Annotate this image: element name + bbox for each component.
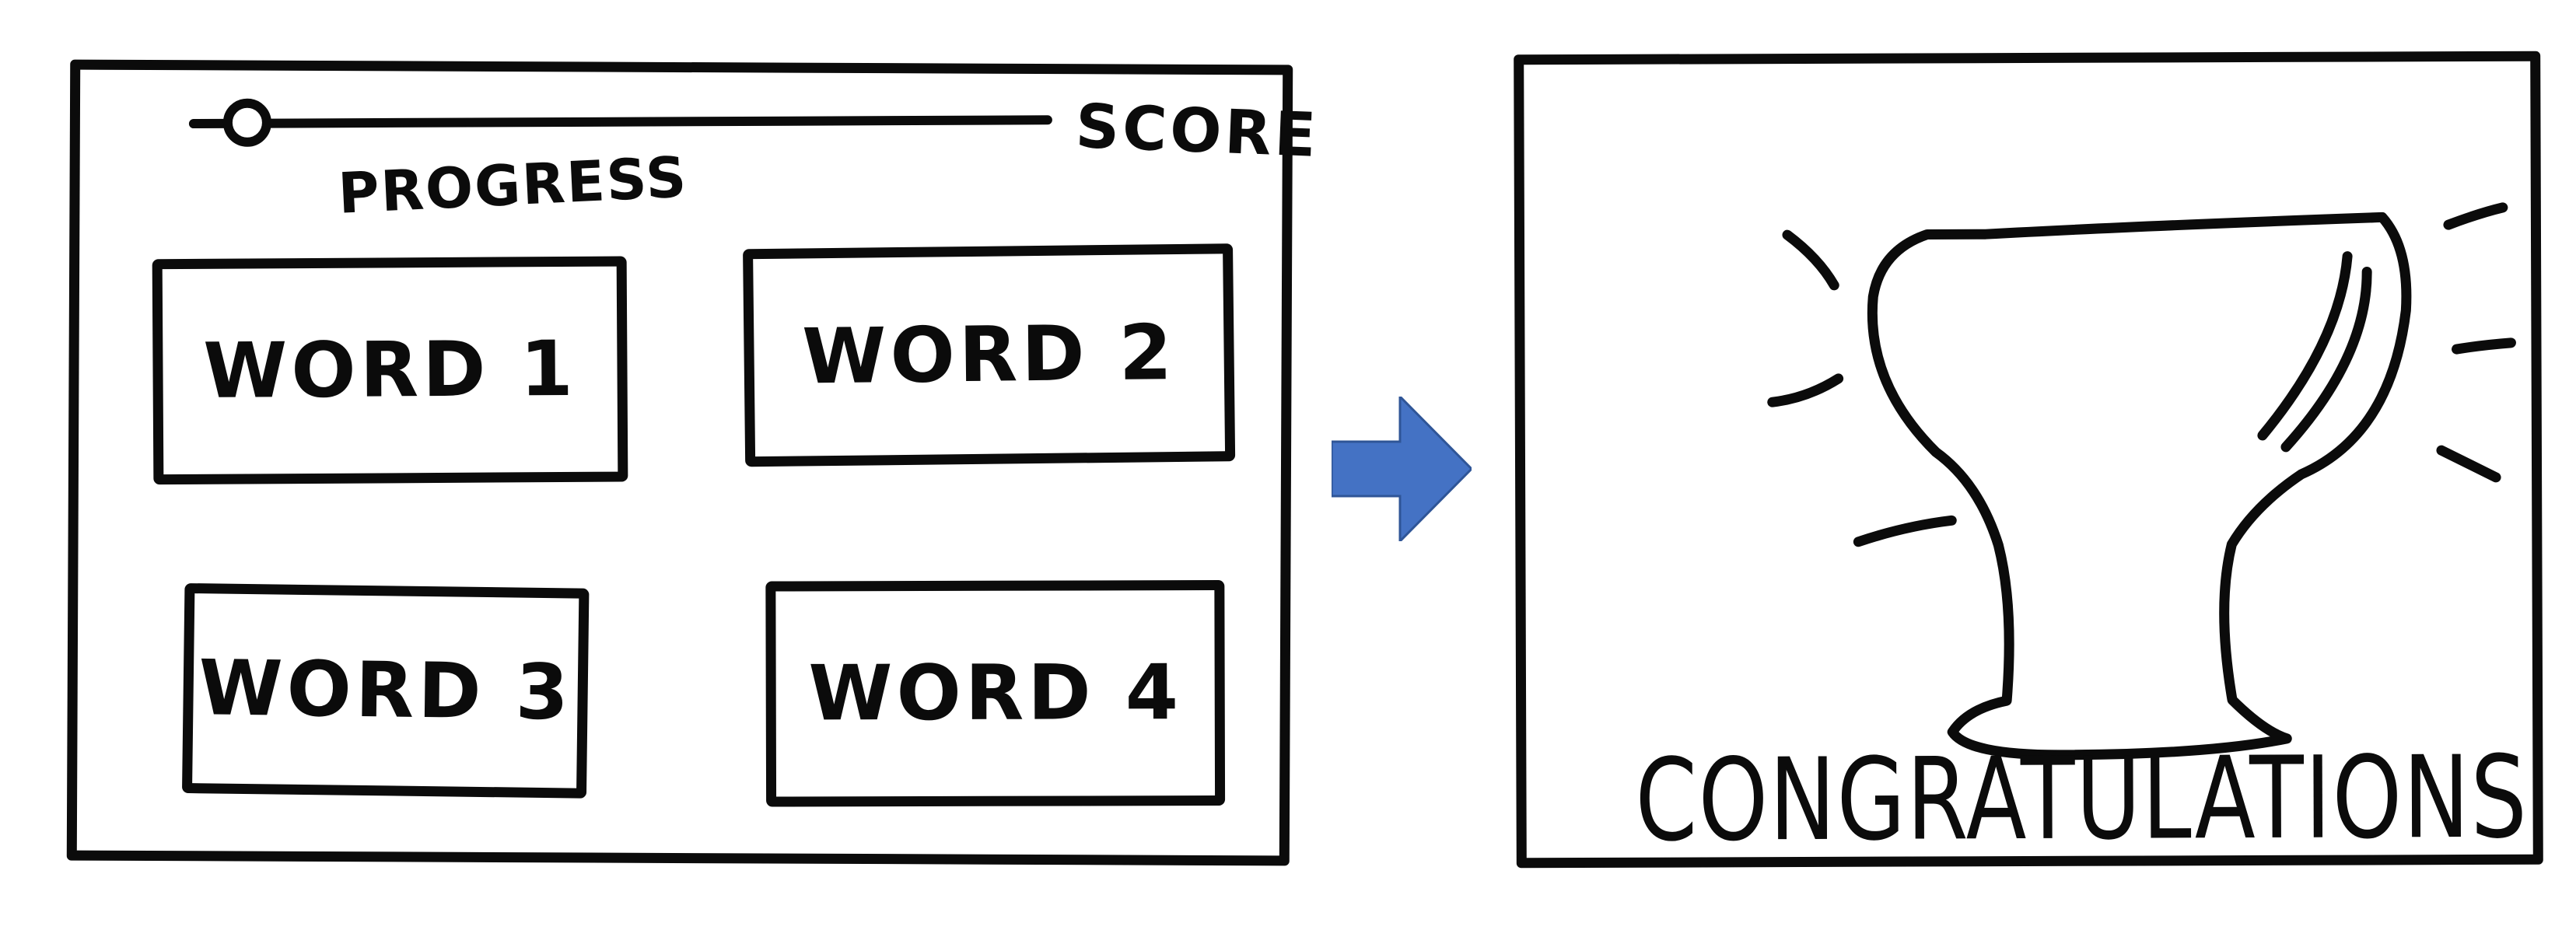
word-card-3[interactable]: WORD 3 [181, 582, 590, 799]
progress-marker [223, 98, 272, 147]
score-label: SCORE [1074, 91, 1321, 172]
win-screen-sketch: CONGRATULATIONS [1514, 51, 2543, 869]
word-card-label: WORD 1 [202, 324, 578, 416]
congratulations-text: CONGRATULATIONS [1635, 731, 2529, 867]
word-card-label: WORD 3 [198, 644, 573, 738]
game-screen-sketch: PROGRESS SCORE WORD 1 WORD 2 WORD 3 WORD… [66, 59, 1321, 866]
word-card-label: WORD 2 [801, 309, 1177, 402]
progress-bar [188, 98, 1052, 147]
progress-label: PROGRESS [336, 144, 689, 226]
trophy-icon [1767, 202, 2516, 760]
word-card-4[interactable]: WORD 4 [765, 580, 1226, 807]
word-card-2[interactable]: WORD 2 [743, 243, 1236, 467]
flow-arrow-icon [1332, 397, 1472, 541]
word-card-1[interactable]: WORD 1 [152, 256, 628, 485]
word-card-label: WORD 4 [808, 649, 1183, 739]
